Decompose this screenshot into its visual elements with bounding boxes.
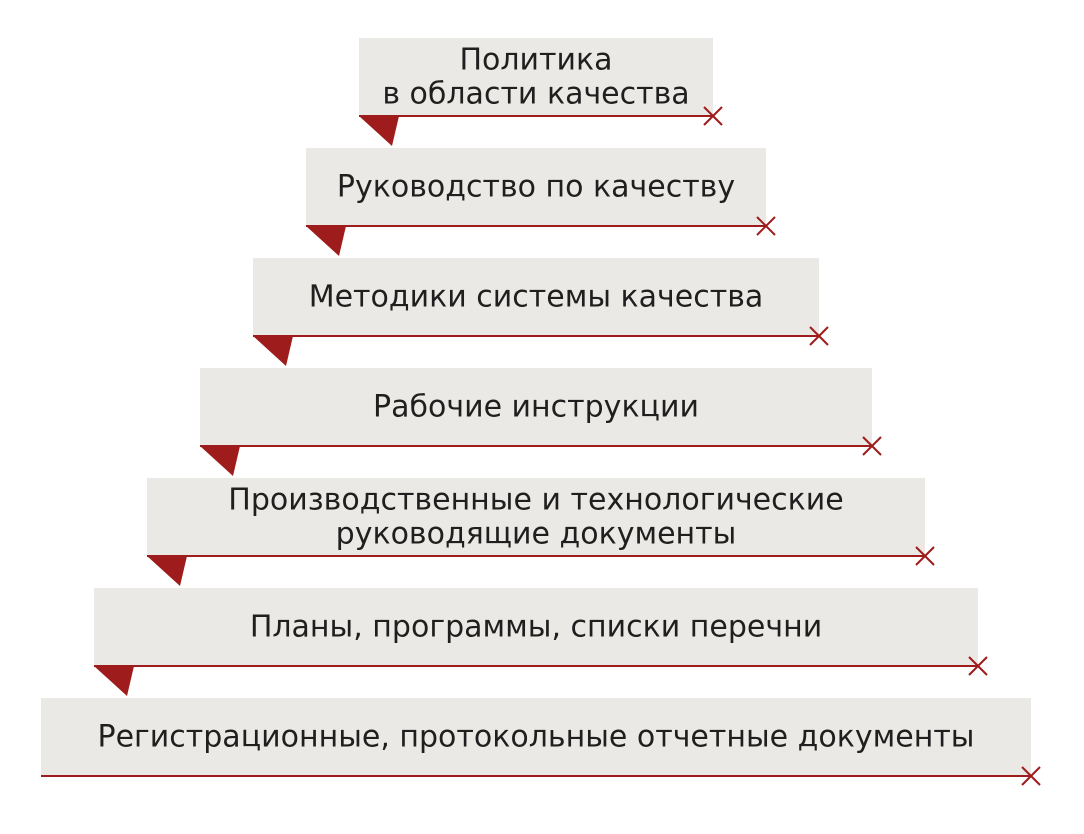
level-label: Методики системы качества — [309, 280, 764, 315]
pyramid-level-4: Рабочие инструкции — [200, 368, 882, 476]
level-label: Руководство по качеству — [337, 170, 735, 205]
level-box — [200, 368, 872, 446]
level-box — [359, 38, 713, 116]
level-box — [253, 258, 819, 336]
level-label: в области качества — [382, 77, 689, 112]
corner-triangle-icon — [253, 336, 293, 366]
cross-marker-icon — [703, 106, 723, 126]
cross-marker-icon — [809, 326, 829, 346]
cross-marker-icon — [862, 436, 882, 456]
level-label: руководящие документы — [336, 517, 737, 552]
cross-marker-icon — [756, 216, 776, 236]
level-box — [94, 588, 978, 666]
cross-marker-icon — [915, 546, 935, 566]
level-box — [306, 148, 766, 226]
pyramid-level-5: Производственные и технологическиеруково… — [147, 478, 935, 586]
corner-triangle-icon — [94, 666, 134, 696]
pyramid-level-7: Регистрационные, протокольные отчетные д… — [41, 698, 1041, 786]
level-label: Рабочие инструкции — [373, 390, 699, 425]
level-box — [147, 478, 925, 556]
corner-triangle-icon — [306, 226, 346, 256]
corner-triangle-icon — [359, 116, 399, 146]
cross-marker-icon — [1021, 766, 1041, 786]
level-label: Планы, программы, списки перечни — [250, 610, 822, 645]
pyramid-level-6: Планы, программы, списки перечни — [94, 588, 988, 696]
level-label: Политика — [459, 43, 612, 78]
cross-marker-icon — [968, 656, 988, 676]
pyramid-level-3: Методики системы качества — [253, 258, 829, 366]
corner-triangle-icon — [200, 446, 240, 476]
level-label: Производственные и технологические — [228, 483, 843, 518]
level-box — [41, 698, 1031, 776]
corner-triangle-icon — [147, 556, 187, 586]
pyramid-level-2: Руководство по качеству — [306, 148, 776, 256]
level-label: Регистрационные, протокольные отчетные д… — [97, 720, 974, 755]
